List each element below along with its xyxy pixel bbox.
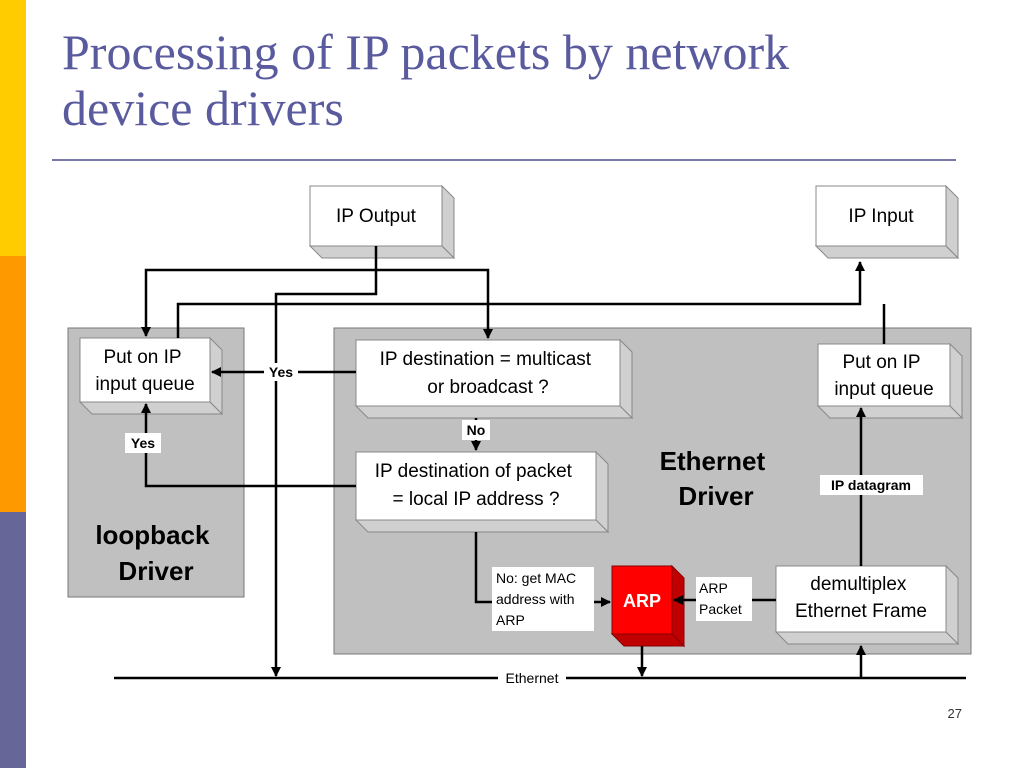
ip-output-box: IP Output (308, 184, 456, 260)
ether-input-queue-label: Put on IP input queue (834, 352, 933, 400)
accent-bar-orange (0, 256, 26, 512)
title-divider (52, 159, 956, 161)
local-address-check-box: IP destination of packet = local IP addr… (354, 450, 610, 534)
ip-output-label: IP Output (336, 206, 417, 227)
title-line-1: Processing of IP packets by network (62, 24, 790, 80)
accent-bar-purple (0, 512, 26, 768)
arp-label: ARP (623, 591, 661, 611)
svg-text:Yes: Yes (131, 435, 155, 451)
edge-loopback-to-ip-input (176, 261, 865, 338)
page-number: 27 (947, 706, 962, 721)
demultiplex-label: demultiplex Ethernet Frame (795, 574, 927, 622)
slide-title: Processing of IP packets by network devi… (62, 24, 962, 136)
no-multicast-tag: No (462, 420, 490, 440)
loopback-driver-label: loopback Driver (95, 520, 216, 586)
arp-packet-tag: ARP Packet (696, 577, 752, 621)
edge-output-to-multicast-check (376, 268, 493, 339)
ip-input-box: IP Input (814, 184, 960, 260)
svg-text:No: get MAC address with: No: get MAC address with ARP (496, 570, 580, 628)
ether-input-queue-box: Put on IP input queue (816, 342, 964, 420)
local-address-check-label: IP destination of packet = local IP addr… (375, 461, 577, 510)
ip-datagram-tag: IP datagram (820, 475, 923, 495)
arp-box: ARP (610, 564, 686, 648)
title-line-2: device drivers (62, 80, 344, 136)
svg-text:Ethernet: Ethernet (506, 670, 559, 686)
svg-text:No: No (467, 422, 486, 438)
loopback-input-queue-box: Put on IP input queue (78, 336, 224, 416)
demultiplex-box: demultiplex Ethernet Frame (774, 564, 960, 646)
svg-text:IP datagram: IP datagram (831, 477, 911, 493)
edge-output-to-loopback (141, 268, 376, 337)
svg-text:ARP Packet: ARP Packet (699, 580, 742, 617)
accent-bar-yellow (0, 0, 26, 256)
multicast-check-box: IP destination = multicast or broadcast … (354, 338, 634, 420)
svg-text:Yes: Yes (269, 364, 293, 380)
loopback-input-queue-label: Put on IP input queue (95, 347, 194, 395)
yes-local-tag: Yes (125, 433, 161, 453)
multicast-check-label: IP destination = multicast or broadcast … (380, 349, 597, 398)
no-local-tag: No: get MAC address with ARP (492, 567, 594, 631)
edge-local-yes (141, 403, 356, 488)
yes-multicast-tag: Yes (264, 363, 298, 381)
ethernet-driver-label: Ethernet Driver (660, 446, 773, 511)
ethernet-bus-label: Ethernet (498, 668, 566, 688)
ip-input-label: IP Input (848, 206, 914, 227)
